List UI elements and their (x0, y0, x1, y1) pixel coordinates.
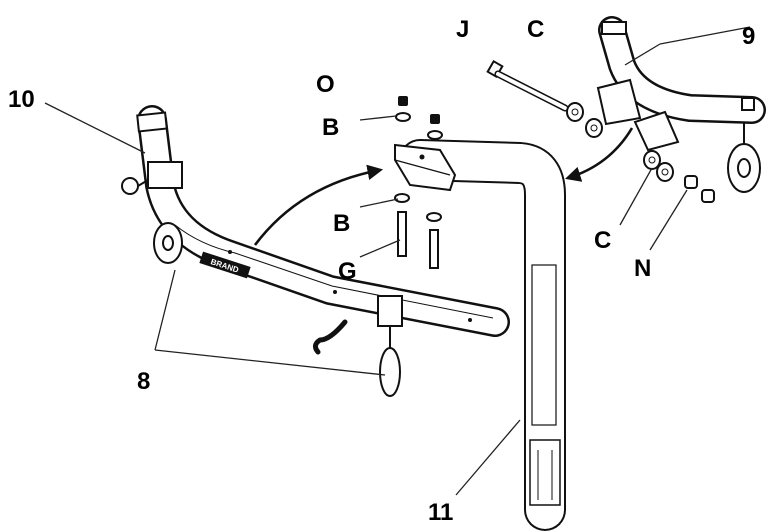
hardware-C-washers-top (566, 102, 603, 138)
label-hw-C-bottom: C (594, 227, 611, 254)
brand-logo (199, 251, 251, 279)
knob-icon (121, 177, 139, 195)
part-9-right-arm (596, 16, 766, 193)
label-part-9: 9 (742, 23, 755, 50)
hardware-N-nuts (684, 175, 715, 203)
part-10-left-arm: BRAND (121, 105, 510, 397)
label-hw-N: N (634, 255, 651, 282)
label-hw-B-bottom: B (333, 210, 350, 237)
hardware-G-bolts (397, 211, 439, 269)
bracket-9a (596, 78, 642, 126)
bracket-9b (633, 110, 680, 152)
label-hw-G: G (338, 258, 357, 285)
assembly-arrow-right (565, 127, 634, 182)
label-hw-O: O (316, 71, 335, 98)
assembly-arrow-left (253, 164, 384, 246)
leader-lines (44, 26, 751, 496)
hardware-B-washers (394, 112, 443, 222)
label-part-11: 11 (428, 499, 453, 526)
hardware-O-nuts (398, 96, 440, 124)
label-hw-C-top: C (527, 16, 544, 43)
hardware-C-washers-bottom (643, 150, 674, 182)
hardware-J-bolt (486, 59, 569, 112)
pulley-8 (379, 347, 401, 397)
collar-left (147, 161, 183, 189)
label-part-10: 10 (8, 86, 35, 113)
label-part-8: 8 (137, 368, 150, 395)
part-11-upright (394, 139, 566, 531)
label-hw-B-top: B (322, 114, 339, 141)
label-hw-J: J (456, 16, 469, 43)
